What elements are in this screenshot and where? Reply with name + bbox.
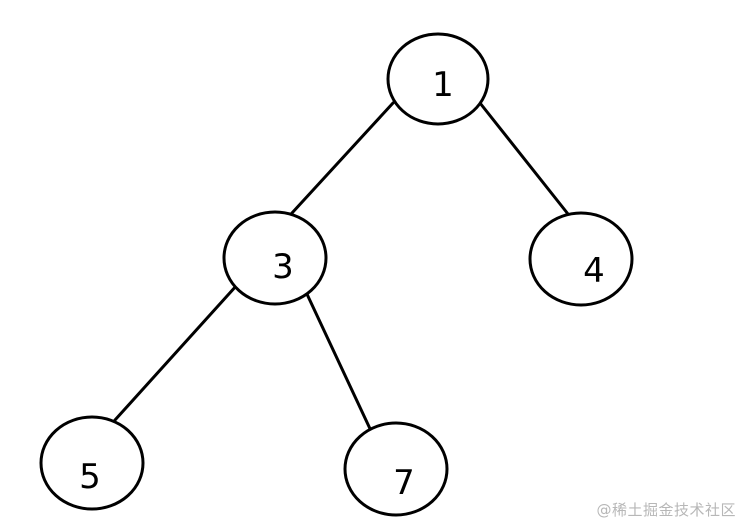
edge-3-to-5: [113, 283, 239, 422]
edge-3-to-7: [304, 290, 374, 435]
tree-node-1-label: 1: [432, 65, 454, 105]
edge-1-to-4: [478, 101, 570, 216]
tree-node-5-label: 5: [79, 457, 101, 497]
tree-node-7-label: 7: [393, 463, 415, 503]
tree-node-4: 4: [528, 211, 634, 307]
tree-node-5: 5: [39, 415, 145, 511]
tree-node-1: 1: [386, 32, 490, 126]
tree-node-7: 7: [343, 421, 449, 517]
watermark: @稀土掘金技术社区: [596, 501, 736, 519]
tree-node-3-label: 3: [272, 247, 294, 287]
edge-1-to-3: [290, 101, 395, 215]
tree-node-3: 3: [222, 210, 328, 306]
tree-node-4-label: 4: [583, 251, 605, 291]
